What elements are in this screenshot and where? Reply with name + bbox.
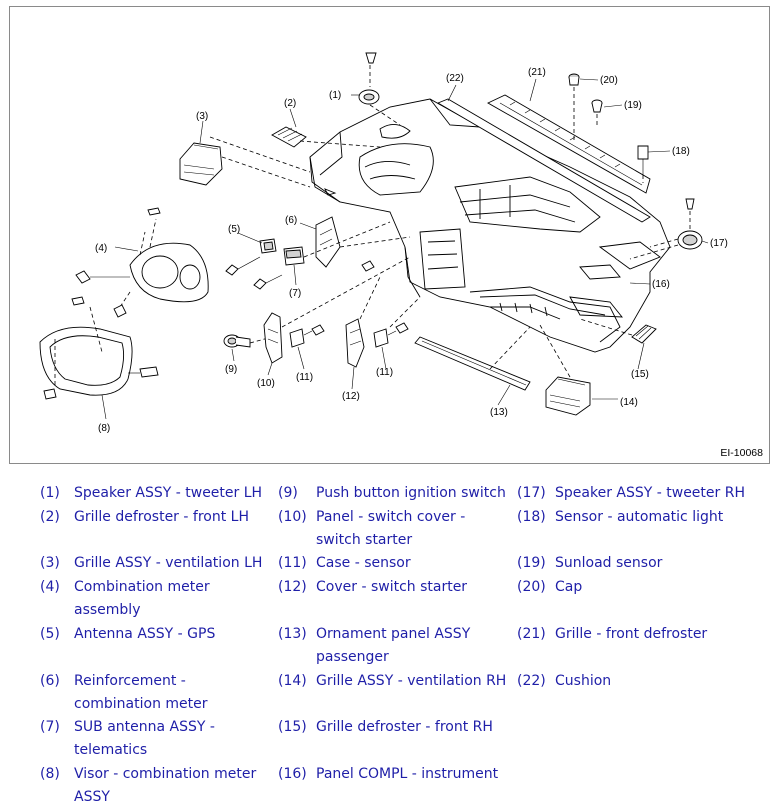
callout-1: (1) [329, 90, 341, 101]
callout-11a: (11) [296, 372, 313, 383]
exploded-diagram: (1) (2) (3) (4) (5) (6) (7) (8) (9) (10)… [9, 6, 770, 464]
legend-text: Cover - switch starter [316, 579, 468, 595]
legend-text: Panel COMPL - instrument [316, 766, 499, 782]
callout-3: (3) [196, 111, 208, 122]
legend-number: (4) [40, 579, 60, 595]
legend-text: Cushion [555, 673, 612, 689]
legend-text: Reinforcement - combination meter [74, 673, 208, 712]
legend-text: Cap [555, 579, 583, 595]
callout-22: (22) [446, 73, 464, 84]
legend-number: (8) [40, 766, 60, 782]
front-defroster-grille [487, 94, 651, 194]
vent-lh-part [179, 136, 311, 188]
defroster-lh-part [271, 126, 381, 148]
callout-14: (14) [620, 397, 638, 408]
legend-text: Visor - combination meter ASSY [74, 766, 257, 805]
legend-number: (9) [278, 485, 298, 501]
legend-number: (6) [40, 673, 60, 689]
meter-reinforcement-part [315, 216, 411, 272]
legend-text: Sunload sensor [555, 555, 663, 571]
legend-number: (22) [517, 673, 546, 689]
callout-leaders [101, 78, 709, 420]
figure-id: EI-10068 [720, 447, 763, 459]
tweeter-lh-part [358, 52, 401, 126]
callout-2: (2) [284, 98, 296, 109]
legend-text: Push button ignition switch [316, 485, 506, 501]
legend-number: (14) [278, 673, 307, 689]
cap-part [568, 73, 580, 142]
legend-number: (17) [517, 485, 546, 501]
legend-text: SUB antenna ASSY - telematics [74, 719, 215, 758]
legend-number: (18) [517, 509, 546, 525]
sensor-case-part [289, 296, 421, 348]
callout-11b: (11) [376, 367, 393, 378]
callout-20: (20) [600, 75, 618, 86]
legend-number: (5) [40, 626, 60, 642]
callout-12: (12) [342, 391, 360, 402]
legend-number: (1) [40, 485, 60, 501]
legend-number: (21) [517, 626, 546, 642]
gps-antenna-part [225, 238, 277, 276]
instrument-panel-body [309, 98, 671, 353]
combination-meter-part [75, 207, 209, 318]
legend-text: Case - sensor [316, 555, 411, 571]
legend-number: (15) [278, 719, 307, 735]
legend-number: (19) [517, 555, 546, 571]
callout-labels: (1) (2) (3) (4) (5) (6) (7) (8) (9) (10)… [95, 67, 728, 434]
callout-19: (19) [624, 100, 642, 111]
callout-13: (13) [490, 407, 508, 418]
legend-text: Sensor - automatic light [555, 509, 724, 525]
instrument-panel-drawing: (1) (2) (3) (4) (5) (6) (7) (8) (9) (10)… [39, 52, 728, 434]
legend-number: (16) [278, 766, 307, 782]
legend-text: Antenna ASSY - GPS [74, 626, 216, 642]
legend-text: Ornament panel ASSY passenger [316, 626, 471, 665]
legend-text: Grille - front defroster [555, 626, 708, 642]
callout-8: (8) [98, 423, 110, 434]
ignition-switch-part [223, 334, 273, 348]
legend-number: (7) [40, 719, 60, 735]
cushion-part [436, 98, 651, 223]
legend-text: Grille ASSY - ventilation LH [74, 555, 263, 571]
legend-text: Grille defroster - front RH [316, 719, 493, 735]
sunload-sensor-part [591, 99, 603, 127]
parts-legend: (1) Speaker ASSY - tweeter LH (2) Grille… [0, 478, 780, 810]
legend-number: (12) [278, 579, 307, 595]
callout-5: (5) [228, 224, 240, 235]
callout-10: (10) [257, 378, 275, 389]
ornament-panel-part [414, 326, 531, 391]
callout-7: (7) [289, 288, 301, 299]
legend-number: (3) [40, 555, 60, 571]
callout-17: (17) [710, 238, 728, 249]
legend-number: (11) [278, 555, 307, 571]
callout-6: (6) [285, 215, 297, 226]
auto-light-sensor-part [637, 145, 649, 183]
legend-number: (2) [40, 509, 60, 525]
tweeter-rh-part [629, 198, 703, 260]
legend-text: Grille defroster - front LH [74, 509, 249, 525]
legend-number: (13) [278, 626, 307, 642]
legend-text: Combination meter assembly [74, 579, 210, 618]
callout-18: (18) [672, 146, 690, 157]
callout-21: (21) [528, 67, 546, 78]
vent-rh-part [539, 324, 591, 416]
legend-number: (20) [517, 579, 546, 595]
legend-text: Speaker ASSY - tweeter LH [74, 485, 263, 501]
callout-15: (15) [631, 369, 649, 380]
legend-number: (10) [278, 509, 307, 525]
switch-starter-cover-part [345, 276, 381, 368]
legend-text: Panel - switch cover - switch starter [316, 509, 466, 548]
switch-cover-panel-part [263, 256, 411, 364]
callout-16: (16) [652, 279, 670, 290]
legend-text: Speaker ASSY - tweeter RH [555, 485, 745, 501]
callout-9: (9) [225, 364, 237, 375]
defroster-rh-part [579, 318, 657, 344]
meter-visor-part [39, 296, 159, 400]
sub-antenna-part [253, 221, 391, 290]
legend-text: Grille ASSY - ventilation RH [316, 673, 507, 689]
callout-4: (4) [95, 243, 107, 254]
